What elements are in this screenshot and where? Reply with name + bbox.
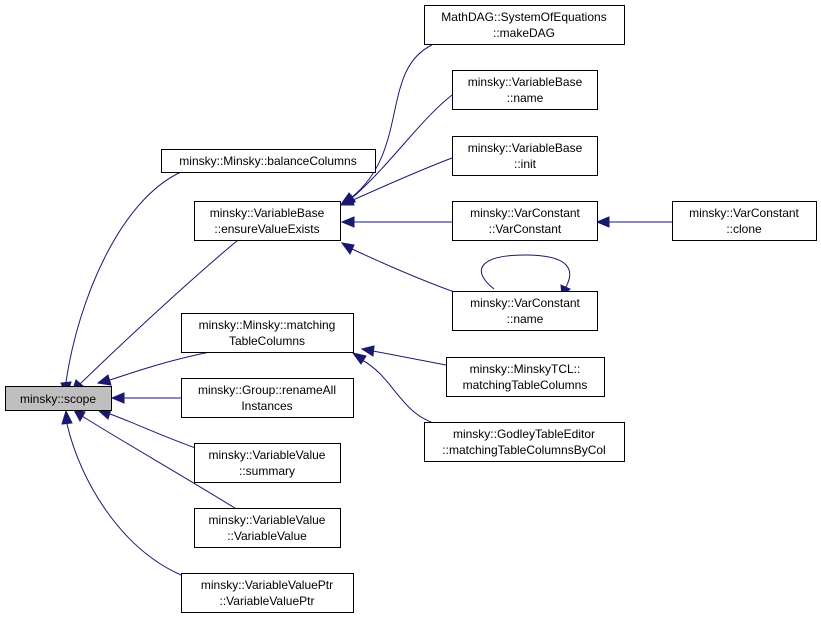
node-variableValuePtr-line2: ::VariableValuePtr <box>220 594 315 608</box>
node-variableBaseName-line1: minsky::VariableBase <box>468 75 583 89</box>
node-varConstantCtor[interactable]: minsky::VarConstant ::VarConstant <box>452 201 598 241</box>
node-ensureValueExists-line2: ::ensureValueExists <box>214 222 319 236</box>
node-renameAllInstances-line1: minsky::Group::renameAll <box>198 383 336 397</box>
node-scope-label: minsky::scope <box>20 392 96 406</box>
node-variableBaseName[interactable]: minsky::VariableBase ::name <box>452 70 598 110</box>
edge-varConstantName-to-ensureValueExists <box>340 242 461 295</box>
node-godleyMatching-line1: minsky::GodleyTableEditor <box>453 427 595 441</box>
node-varConstantClone-line2: ::clone <box>726 222 762 236</box>
edge-varConstantName-self <box>481 254 571 299</box>
node-variableBaseName-line2: ::name <box>507 91 544 105</box>
edge-minskyTclMatching-to-matchingTableColumns <box>360 345 447 366</box>
node-summary[interactable]: minsky::VariableValue ::summary <box>194 443 341 483</box>
node-godleyMatching[interactable]: minsky::GodleyTableEditor ::matchingTabl… <box>424 422 625 462</box>
edge-renameAllInstances-to-scope <box>110 392 181 404</box>
node-variableValueCtor[interactable]: minsky::VariableValue ::VariableValue <box>194 508 341 548</box>
node-variableValuePtr[interactable]: minsky::VariableValuePtr ::VariableValue… <box>181 573 354 613</box>
node-makeDAG[interactable]: MathDAG::SystemOfEquations ::makeDAG <box>424 5 625 45</box>
node-matchingTableColumns[interactable]: minsky::Minsky::matching TableColumns <box>181 313 354 353</box>
edge-makeDAG-to-ensureValueExists <box>340 44 433 204</box>
node-matchingTableColumns-line1: minsky::Minsky::matching <box>199 318 336 332</box>
node-makeDAG-line2: ::makeDAG <box>493 26 555 40</box>
node-varConstantClone[interactable]: minsky::VarConstant ::clone <box>672 201 817 241</box>
edge-variableValuePtr-to-scope <box>61 409 182 576</box>
node-minskyTclMatching-line1: minsky::MinskyTCL:: <box>470 362 581 376</box>
node-varConstantName-line2: ::name <box>507 312 544 326</box>
node-varConstantClone-line1: minsky::VarConstant <box>689 206 799 220</box>
node-summary-line1: minsky::VariableValue <box>209 448 326 462</box>
node-variableValueCtor-line2: ::VariableValue <box>227 529 307 543</box>
edge-matchingTableColumns-to-scope <box>96 351 211 386</box>
node-ensureValueExists[interactable]: minsky::VariableBase ::ensureValueExists <box>194 201 341 241</box>
node-varConstantCtor-line2: ::VarConstant <box>489 222 562 236</box>
edge-varConstantClone-to-varConstantCtor <box>595 216 672 228</box>
node-minskyTclMatching-line2: matchingTableColumns <box>463 378 588 392</box>
node-summary-line2: ::summary <box>239 464 295 478</box>
node-balanceColumns[interactable]: minsky::Minsky::balanceColumns <box>161 149 376 173</box>
node-ensureValueExists-line1: minsky::VariableBase <box>210 206 325 220</box>
node-balanceColumns-label: minsky::Minsky::balanceColumns <box>179 154 356 168</box>
node-variableValuePtr-line1: minsky::VariableValuePtr <box>201 578 333 592</box>
node-renameAllInstances[interactable]: minsky::Group::renameAll Instances <box>181 378 354 418</box>
node-varConstantName-line1: minsky::VarConstant <box>470 296 580 310</box>
node-varConstantName[interactable]: minsky::VarConstant ::name <box>452 291 598 331</box>
edge-godleyMatching-to-matchingTableColumns <box>351 352 441 426</box>
edge-variableBaseInit-to-ensureValueExists <box>339 157 453 206</box>
node-variableValueCtor-line1: minsky::VariableValue <box>209 513 326 527</box>
edge-varConstantCtor-to-ensureValueExists <box>340 216 452 228</box>
node-varConstantCtor-line1: minsky::VarConstant <box>470 206 580 220</box>
node-minskyTclMatching[interactable]: minsky::MinskyTCL:: matchingTableColumns <box>446 357 605 397</box>
node-variableBaseInit-line1: minsky::VariableBase <box>468 141 583 155</box>
node-variableBaseInit-line2: ::init <box>514 157 537 171</box>
node-scope[interactable]: minsky::scope <box>5 386 112 411</box>
node-renameAllInstances-line2: Instances <box>241 399 292 413</box>
edge-balanceColumns-to-scope <box>60 171 182 398</box>
node-variableBaseInit[interactable]: minsky::VariableBase ::init <box>452 136 598 176</box>
node-makeDAG-line1: MathDAG::SystemOfEquations <box>441 10 606 24</box>
node-godleyMatching-line2: ::matchingTableColumnsByCol <box>442 443 605 457</box>
node-matchingTableColumns-line2: TableColumns <box>229 334 305 348</box>
